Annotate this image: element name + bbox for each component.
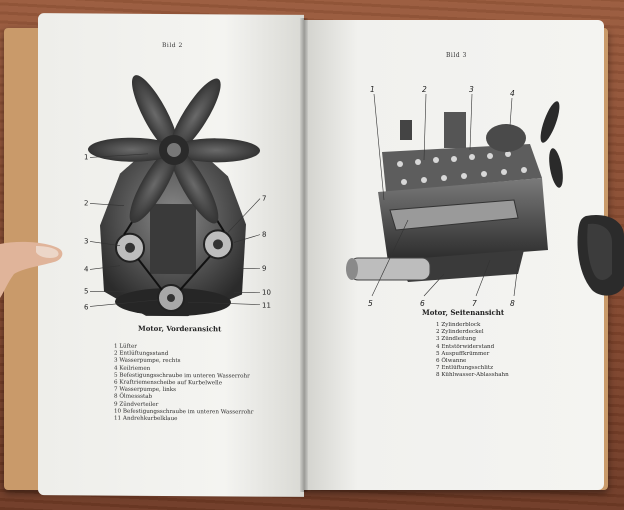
right-figure-title: Bild 3 [446, 52, 467, 59]
right-page: Bild 3 [304, 20, 604, 490]
fan [88, 75, 260, 224]
left-callout: 3 [84, 237, 88, 245]
legend-item: 7 Entlüftungsschlitz [436, 365, 494, 372]
left-caption: Motor, Vorderansicht [138, 323, 222, 334]
left-callout: 8 [262, 231, 266, 239]
legend-item: 2 Zylinderdeckel [436, 329, 484, 336]
left-callout: 2 [84, 199, 88, 207]
right-callout: 1 [370, 85, 375, 94]
hand [0, 241, 63, 298]
right-callout: 2 [422, 85, 427, 94]
book-spine [300, 18, 308, 492]
exhaust-manifold [389, 199, 519, 231]
legend-item: 4 Entstörwiderstand [436, 343, 495, 350]
generator [486, 124, 526, 152]
legend-item: 11 Andrehkurbelklaue [114, 415, 178, 423]
right-legend: 1 Zylinderblock 2 Zylinderdeckel 3 Zündl… [436, 322, 509, 380]
right-callout: 5 [368, 299, 373, 308]
left-callout: 6 [84, 303, 89, 311]
left-callout: 4 [84, 265, 89, 273]
legend-item: 1 Zylinderblock [436, 322, 481, 328]
right-callout: 8 [510, 299, 515, 308]
left-legend: 1 Lüfter 2 Entlüftungsstand 3 Wasserpump… [114, 344, 253, 424]
right-callout: 4 [510, 89, 515, 98]
legend-item: 3 Zündleitung [436, 336, 476, 343]
legend-item: 5 Auspuffkrümmer [436, 350, 490, 357]
left-page: Bild 2 [38, 13, 304, 497]
legend-item: 6 Ölwanne [436, 358, 467, 365]
left-callout: 7 [262, 195, 266, 203]
carburetor [444, 112, 466, 148]
left-callout: 5 [84, 287, 88, 295]
right-callout: 6 [420, 299, 425, 308]
left-callout: 1 [84, 153, 88, 161]
starter-motor [349, 257, 431, 281]
engine-side-view-illustration: 1 2 3 4 5 6 7 8 [346, 85, 563, 308]
right-callout: 3 [469, 85, 474, 94]
left-callout: 11 [262, 302, 271, 310]
engine-center-housing [150, 203, 196, 275]
right-caption: Motor, Seitenansicht [422, 308, 505, 317]
left-callout: 9 [262, 265, 266, 273]
right-callout: 7 [472, 299, 477, 308]
engine-front-view-illustration: 1 2 3 4 5 6 7 8 9 10 11 [84, 75, 271, 317]
left-figure-title: Bild 2 [162, 41, 183, 50]
distributor [400, 120, 412, 140]
page-clip [577, 214, 624, 296]
legend-item: 8 Kühlwasser-Ablasshahn [436, 372, 509, 379]
fan-blades [540, 101, 563, 188]
left-callout: 10 [262, 289, 271, 297]
